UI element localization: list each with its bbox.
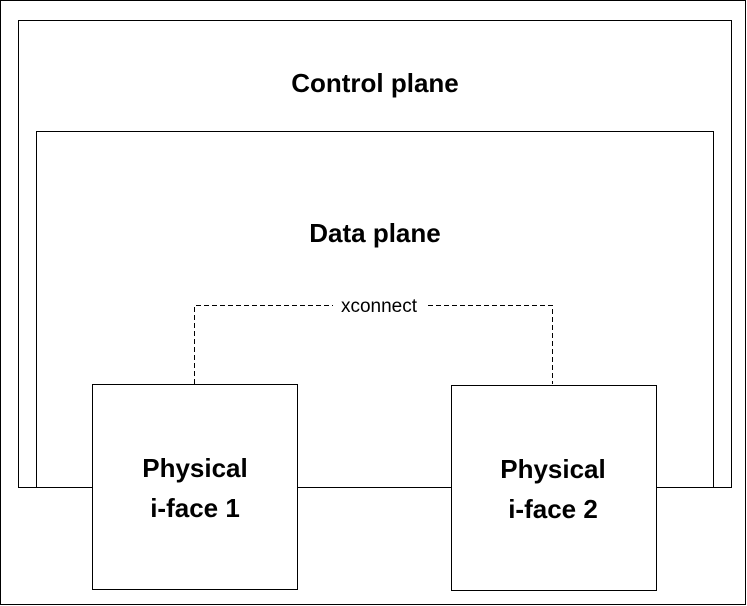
interface-2-label-line1: Physical xyxy=(500,454,606,484)
xconnect-label: xconnect xyxy=(341,296,418,317)
interface-2-box xyxy=(451,385,657,591)
interface-1-box xyxy=(92,384,298,590)
control-plane-label: Control plane xyxy=(291,68,459,98)
xconnect-label-background xyxy=(333,294,425,316)
interface-2-label-line2: i-face 2 xyxy=(508,494,598,524)
interface-1-label-line1: Physical xyxy=(142,453,248,483)
physical-interface-1: Physical i-face 1 xyxy=(92,384,298,590)
physical-interface-2: Physical i-face 2 xyxy=(451,385,657,591)
interface-1-label-line2: i-face 1 xyxy=(150,493,240,523)
data-plane-label: Data plane xyxy=(309,218,441,248)
